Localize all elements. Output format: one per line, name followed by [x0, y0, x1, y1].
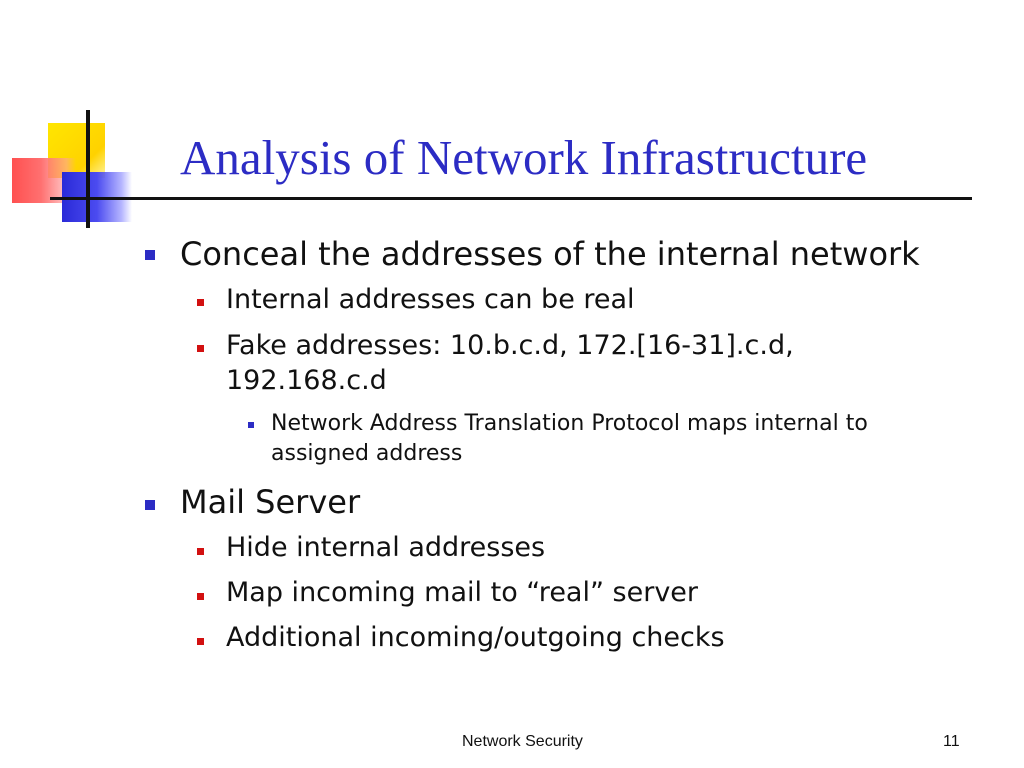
footer-title: Network Security	[462, 733, 583, 750]
bullet-level2-continuation: 192.168.c.d	[226, 365, 387, 396]
slide-title: Analysis of Network Infrastructure	[180, 130, 868, 185]
bullet-marker	[197, 345, 204, 352]
bullet-level1: Mail Server	[180, 483, 361, 521]
bullet-level3-continuation: assigned address	[271, 441, 463, 466]
bullet-marker	[197, 548, 204, 555]
bullet-level2: Internal addresses can be real	[226, 284, 635, 315]
bullet-level2: Fake addresses: 10.b.c.d, 172.[16-31].c.…	[226, 330, 794, 361]
bullet-marker	[197, 638, 204, 645]
bullet-marker	[145, 250, 155, 260]
bullet-marker	[197, 299, 204, 306]
bullet-level2: Hide internal addresses	[226, 532, 546, 563]
title-underline	[50, 197, 972, 200]
bullet-level2: Map incoming mail to “real” server	[226, 577, 699, 608]
bullet-marker	[248, 422, 254, 428]
bullet-level3: Network Address Translation Protocol map…	[271, 411, 868, 436]
bullet-marker	[197, 593, 204, 600]
slide-number: 11	[943, 733, 960, 750]
bullet-marker	[145, 500, 155, 510]
bullet-level2: Additional incoming/outgoing checks	[226, 622, 725, 653]
bullet-level1: Conceal the addresses of the internal ne…	[180, 235, 920, 273]
logo-vertical-line	[86, 110, 90, 228]
